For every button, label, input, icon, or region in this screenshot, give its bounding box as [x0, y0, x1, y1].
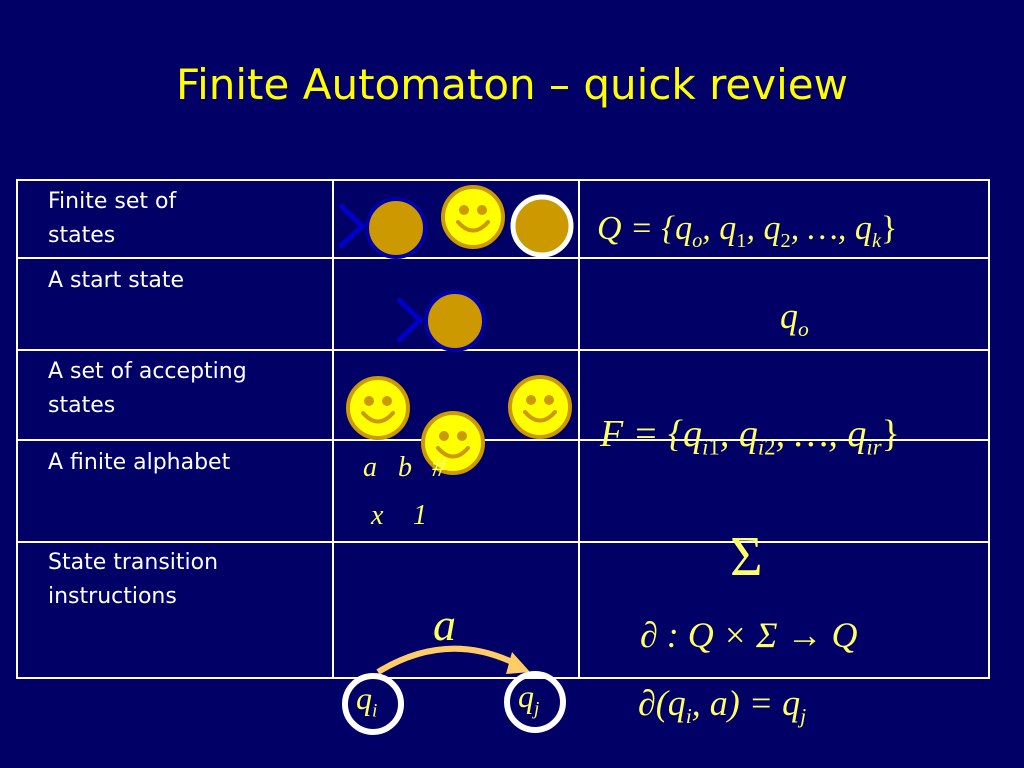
formula-subscript: o [798, 317, 809, 342]
formula-text: , q [702, 210, 737, 247]
transition-from-label: qi [356, 680, 377, 722]
start-state-node [338, 197, 427, 259]
row-label-alphabet: A finite alphabet [48, 450, 231, 475]
transition-function-type: ∂ : Q × Σ → Q [640, 615, 858, 655]
formula-subscript: i [372, 700, 378, 722]
formula-subscript: 2 [780, 229, 791, 252]
formula-subscript: j [800, 704, 807, 729]
formula-text: } [881, 210, 898, 247]
formula-text: q [356, 680, 372, 716]
formula-text: , a) = q [691, 683, 801, 723]
alphabet-symbol: a [363, 452, 377, 483]
transition-to-state [504, 671, 566, 733]
transition-arrowhead [506, 652, 530, 674]
formula-text: q [780, 296, 798, 336]
accepting-state-smiley [441, 185, 505, 249]
slide-title: Finite Automaton – quick review [176, 60, 848, 109]
table-col-divider-1 [332, 179, 334, 679]
transition-arrow [376, 645, 524, 675]
formula-text: ∂(q [638, 683, 686, 723]
table-border-right [988, 179, 990, 679]
row-label-accepting-states: A set of accepting states [48, 359, 247, 418]
transition-to-label: qj [518, 678, 539, 720]
formula-subscript: i [866, 434, 873, 460]
state-node [510, 194, 574, 258]
formula-subscript: 1 [708, 434, 720, 460]
formula-subscript: i [702, 434, 709, 460]
formula-subscript: j [534, 698, 540, 720]
table-row-divider-3 [16, 439, 990, 441]
alphabet-symbol: 1 [413, 500, 427, 531]
formula-subscript: i [757, 434, 765, 460]
formula-text: , …, q [790, 210, 872, 247]
formula-subscript: i [685, 704, 692, 729]
formula-text: q [518, 678, 534, 714]
transition-from-state [342, 673, 404, 735]
formula-subscript: 2 [764, 434, 776, 460]
transition-symbol: a [433, 599, 456, 650]
formula-text: , q [746, 210, 781, 247]
start-state-node [396, 290, 486, 352]
table-border-bottom [16, 677, 990, 679]
accepting-states-formula: F = {qi1, qi2, …, qir} [600, 412, 900, 461]
start-state-formula: qo [780, 295, 809, 342]
table-row-divider-4 [16, 541, 990, 543]
row-label-start-state: A start state [48, 268, 185, 293]
formula-text: , …, q [775, 413, 867, 455]
formula-text: , q [719, 413, 758, 455]
alphabet-symbol: x [371, 500, 384, 531]
row-label-transitions: State transition instructions [48, 550, 219, 609]
formula-subscript: r [872, 434, 882, 460]
formula-subscript: k [871, 229, 881, 252]
transition-function-application: ∂(qi, a) = qj [638, 682, 806, 729]
table-border-top [16, 179, 990, 181]
table-col-divider-2 [578, 179, 580, 679]
row-label-states: Finite set of states [48, 189, 177, 248]
states-formula: Q = {qo, q1, q2, …, qk} [597, 210, 897, 253]
alphabet-symbol: b [398, 452, 412, 483]
accepting-state-smiley [346, 376, 410, 440]
formula-subscript: 1 [736, 229, 747, 252]
formula-text: } [881, 413, 900, 455]
table-border-left [16, 179, 18, 679]
alphabet-symbol: # [432, 452, 446, 483]
accepting-state-smiley [508, 375, 572, 439]
table-row-divider-1 [16, 257, 990, 259]
formula-text: F = {q [600, 413, 703, 455]
formula-text: Q = {q [597, 210, 693, 247]
formula-subscript: o [692, 229, 703, 252]
alphabet-formula: Σ [730, 526, 763, 588]
table-row-divider-2 [16, 349, 990, 351]
